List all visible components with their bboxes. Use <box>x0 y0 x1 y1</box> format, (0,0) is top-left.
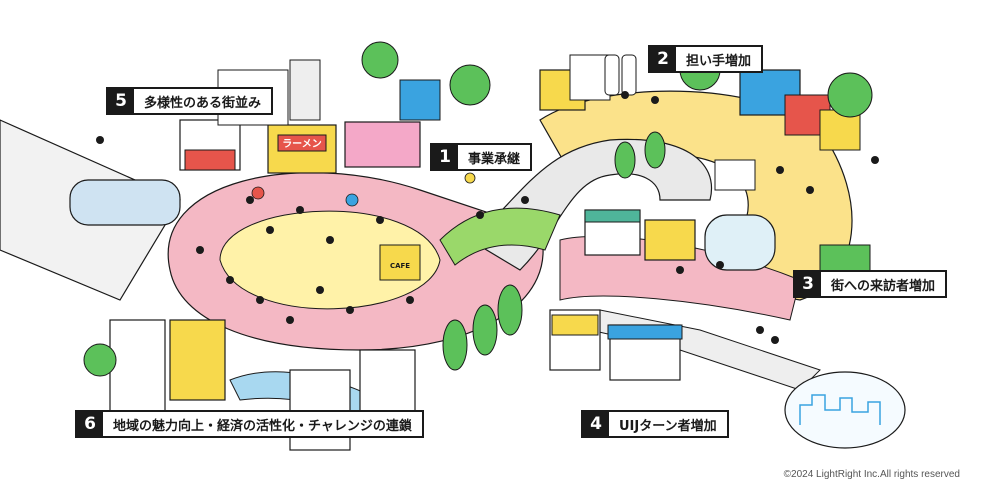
label-number: 1 <box>432 145 458 169</box>
ramen-sign: ラーメン <box>282 138 322 150</box>
silo-left <box>604 54 620 96</box>
white-house-top <box>569 54 611 101</box>
label-text: 多様性のある街並み <box>144 95 262 111</box>
tree-top-left <box>361 41 399 79</box>
label-uij-turn: 4 UIJターン者増加 <box>581 410 729 438</box>
blue-roof <box>607 324 683 340</box>
label-more-workers: 2 担い手増加 <box>648 45 764 73</box>
tree-lower-1 <box>442 319 468 371</box>
teal-awning <box>584 209 641 223</box>
city-skyline <box>799 394 881 425</box>
ramen-sign-bg <box>277 134 327 152</box>
glass-arcade <box>69 179 181 226</box>
tree-bottom-left <box>83 343 117 377</box>
yellow-stall <box>644 219 696 261</box>
copyright: ©2024 LightRight Inc.All rights reserved <box>783 469 960 480</box>
label-diverse-streets: 5 多様性のある街並み <box>106 87 274 115</box>
balloons <box>251 172 476 207</box>
label-text: 担い手増加 <box>686 53 752 69</box>
tree-right-edge <box>827 72 873 118</box>
label-number: 2 <box>650 47 676 71</box>
tree-lower-3 <box>497 284 523 336</box>
small-house-right <box>714 159 756 191</box>
label-number: 4 <box>583 412 609 436</box>
plaza-yellow <box>219 210 441 310</box>
label-text: 事業承継 <box>468 151 521 167</box>
cafe-stand <box>379 244 421 281</box>
silo-right <box>621 54 637 96</box>
tree-center-2 <box>644 131 666 169</box>
cafe-sign: CAFE <box>390 262 410 270</box>
label-more-visitors: 3 街への来訪者増加 <box>793 270 948 298</box>
label-text: 街への来訪者増加 <box>831 278 936 294</box>
crowd <box>96 91 879 344</box>
arch-market <box>704 214 776 271</box>
label-business-succession: 1 事業承継 <box>430 143 533 171</box>
city-bubble <box>784 371 906 449</box>
label-number: 3 <box>795 272 821 296</box>
label-text: 地域の魅力向上・経済の活性化・チャレンジの連鎖 <box>113 418 412 434</box>
label-text: UIJターン者増加 <box>619 418 717 434</box>
label-number: 6 <box>77 412 103 436</box>
yellow-building-left <box>169 319 226 401</box>
pink-shop <box>344 121 421 168</box>
tree-lower-2 <box>472 304 498 356</box>
tree-center-1 <box>614 141 636 179</box>
tree-top-middle <box>449 64 491 106</box>
label-number: 5 <box>108 89 134 113</box>
label-regional-appeal: 6 地域の魅力向上・経済の活性化・チャレンジの連鎖 <box>75 410 424 438</box>
blue-house <box>399 79 441 121</box>
green-rainbow <box>439 207 561 266</box>
solar-panel <box>551 314 599 336</box>
white-block-bottom-right <box>359 349 416 421</box>
tower-top <box>289 59 321 121</box>
shop-red-front <box>184 149 236 171</box>
